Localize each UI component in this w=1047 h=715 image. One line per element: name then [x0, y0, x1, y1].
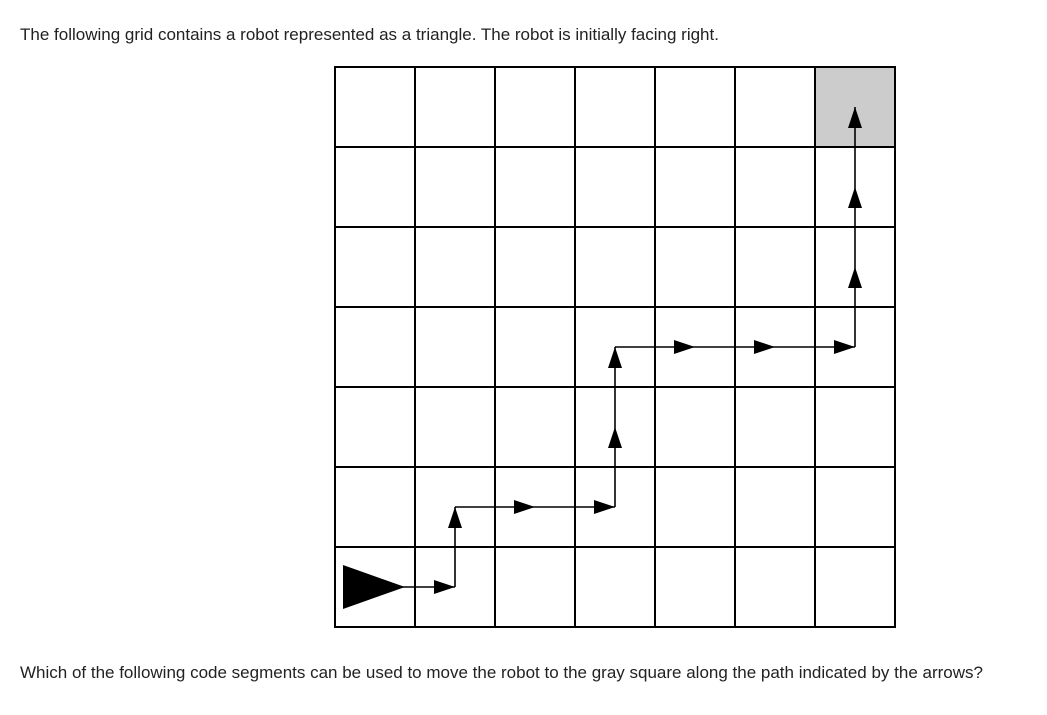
grid-cell — [334, 146, 416, 228]
grid-cell — [414, 386, 496, 468]
grid-cell — [414, 226, 496, 308]
path-arrow — [848, 267, 862, 288]
grid-cell — [334, 306, 416, 388]
grid-cell — [814, 466, 896, 548]
grid-cell — [334, 66, 416, 148]
grid-cell — [414, 146, 496, 228]
grid-cell — [334, 226, 416, 308]
robot-grid — [332, 64, 898, 630]
grid-cell — [414, 66, 496, 148]
grid-cell — [574, 66, 656, 148]
grid-cell — [814, 386, 896, 468]
grid-cell — [654, 66, 736, 148]
grid-cell — [494, 66, 576, 148]
grid-svg — [334, 66, 896, 628]
grid-cell — [494, 386, 576, 468]
grid-cell — [494, 146, 576, 228]
grid-cell — [494, 226, 576, 308]
grid-cell — [334, 466, 416, 548]
grid-cell — [494, 306, 576, 388]
grid-cell — [654, 546, 736, 628]
intro-text: The following grid contains a robot repr… — [20, 25, 719, 44]
grid-cell — [574, 226, 656, 308]
path-arrow — [848, 187, 862, 208]
path-arrow — [848, 107, 862, 128]
path-arrow — [448, 507, 462, 528]
path-arrow — [674, 340, 695, 354]
path-arrow — [608, 347, 622, 368]
grid-cell — [494, 546, 576, 628]
grid-cell — [654, 226, 736, 308]
grid-cell — [574, 546, 656, 628]
grid-cell — [574, 146, 656, 228]
grid-cell — [334, 386, 416, 468]
path-arrow — [434, 580, 455, 594]
question-prompt: Which of the following code segments can… — [20, 663, 983, 682]
grid-cell — [734, 66, 816, 148]
robot-triangle — [343, 565, 405, 609]
grid-cell — [734, 466, 816, 548]
grid-cell — [654, 386, 736, 468]
path-arrow — [754, 340, 775, 354]
grid-cell — [654, 146, 736, 228]
grid-cell — [734, 546, 816, 628]
path-arrow — [514, 500, 535, 514]
grid-cell — [414, 306, 496, 388]
grid-cell — [734, 386, 816, 468]
grid-cell — [734, 226, 816, 308]
grid-cell — [734, 146, 816, 228]
grid-cell — [814, 546, 896, 628]
path-arrow — [608, 427, 622, 448]
path-arrow — [594, 500, 615, 514]
path-arrow — [834, 340, 855, 354]
grid-cell — [654, 466, 736, 548]
